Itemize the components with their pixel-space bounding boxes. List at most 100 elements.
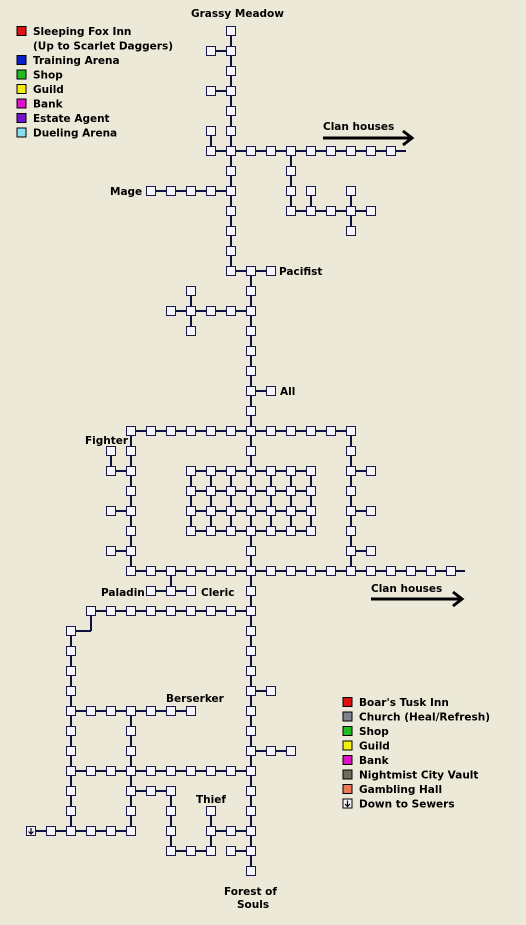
map-room <box>266 426 276 436</box>
legend-item: Guild <box>342 740 390 753</box>
map-room <box>326 566 336 576</box>
map-label-thief: Thief <box>196 794 226 806</box>
map-room <box>406 566 416 576</box>
map-room <box>166 826 176 836</box>
training-arena-room <box>186 306 196 316</box>
map-room <box>426 566 436 576</box>
map-room <box>86 766 96 776</box>
legend-item: Shop <box>16 69 63 82</box>
legend-item: Guild <box>16 84 64 96</box>
map-room <box>326 206 336 216</box>
training-arena-room <box>206 306 216 316</box>
map-room <box>86 826 96 836</box>
legend-item: Training Arena <box>16 55 120 67</box>
map-room <box>246 266 256 276</box>
map-room <box>146 766 156 776</box>
map-room <box>246 846 256 856</box>
map-room <box>346 446 356 456</box>
map-room <box>226 166 236 176</box>
legend-label: (Up to Scarlet Daggers) <box>33 41 173 53</box>
map-room <box>306 146 316 156</box>
map-room <box>66 666 76 676</box>
map-room <box>206 486 216 496</box>
map-room <box>226 526 236 536</box>
guild-room <box>146 586 156 596</box>
map-room <box>246 606 256 616</box>
bank-room <box>206 46 216 56</box>
map-room <box>166 786 176 796</box>
map-room <box>106 606 116 616</box>
legend-label: Boar's Tusk Inn <box>359 697 449 709</box>
legend-label: Dueling Arena <box>33 128 117 140</box>
map-room <box>166 426 176 436</box>
legend-top: Sleeping Fox Inn(Up to Scarlet Daggers)T… <box>16 26 173 140</box>
map-room <box>246 686 256 696</box>
map-room <box>186 506 196 516</box>
map-room <box>266 466 276 476</box>
map-room <box>226 206 236 216</box>
map-room <box>346 146 356 156</box>
map-room <box>246 706 256 716</box>
legend-label: Church (Heal/Refresh) <box>359 712 490 724</box>
map-room <box>206 466 216 476</box>
map-room <box>306 466 316 476</box>
map-room <box>146 426 156 436</box>
map-room <box>206 506 216 516</box>
training-arena-room <box>186 326 196 336</box>
dueling-arena-room <box>366 206 376 216</box>
map-room <box>246 806 256 816</box>
map-room <box>66 686 76 696</box>
bank-icon <box>342 755 353 765</box>
legend-item: Bank <box>342 755 390 767</box>
shop-room <box>366 466 376 476</box>
map-room <box>166 566 176 576</box>
legend-item: Gambling Hall <box>342 784 442 796</box>
map-room <box>246 646 256 656</box>
church-room <box>166 586 176 596</box>
map-room <box>226 266 236 276</box>
bank-room <box>226 846 236 856</box>
map-label-berserker: Berserker <box>166 693 225 705</box>
shop-icon <box>16 69 27 80</box>
map-room <box>246 626 256 636</box>
map-room <box>246 766 256 776</box>
map-room <box>226 466 236 476</box>
map-room <box>286 146 296 156</box>
map-room <box>126 486 136 496</box>
map-room <box>246 826 256 836</box>
map-room <box>166 186 176 196</box>
map-room <box>226 26 236 36</box>
legend-item: Church (Heal/Refresh) <box>342 711 490 724</box>
map-room <box>286 426 296 436</box>
guild-room <box>266 266 276 276</box>
map-room <box>106 826 116 836</box>
map-room <box>126 566 136 576</box>
map-room <box>306 426 316 436</box>
map-room <box>246 486 256 496</box>
map-room <box>186 466 196 476</box>
estate-agent-room <box>206 126 216 136</box>
legend-item: Estate Agent <box>16 113 110 125</box>
map-room <box>146 606 156 616</box>
training-arena-room <box>186 286 196 296</box>
map-room <box>186 186 196 196</box>
legend-label: Nightmist City Vault <box>359 770 478 782</box>
guild-room <box>186 706 196 716</box>
map-room <box>246 466 256 476</box>
dueling-arena-icon <box>16 127 27 138</box>
map-room <box>186 426 196 436</box>
bank-room <box>306 186 316 196</box>
map-room <box>306 206 316 216</box>
map-room <box>226 566 236 576</box>
map-room <box>126 786 136 796</box>
map-room <box>226 426 236 436</box>
map-room <box>206 826 216 836</box>
legend-item: Down to Sewers <box>342 798 455 811</box>
map-room <box>446 566 456 576</box>
map-room <box>126 746 136 756</box>
map-label-fighter: Fighter <box>85 435 129 447</box>
map-room <box>226 226 236 236</box>
map-room <box>346 426 356 436</box>
map-room <box>226 46 236 56</box>
shop-icon <box>342 726 353 736</box>
